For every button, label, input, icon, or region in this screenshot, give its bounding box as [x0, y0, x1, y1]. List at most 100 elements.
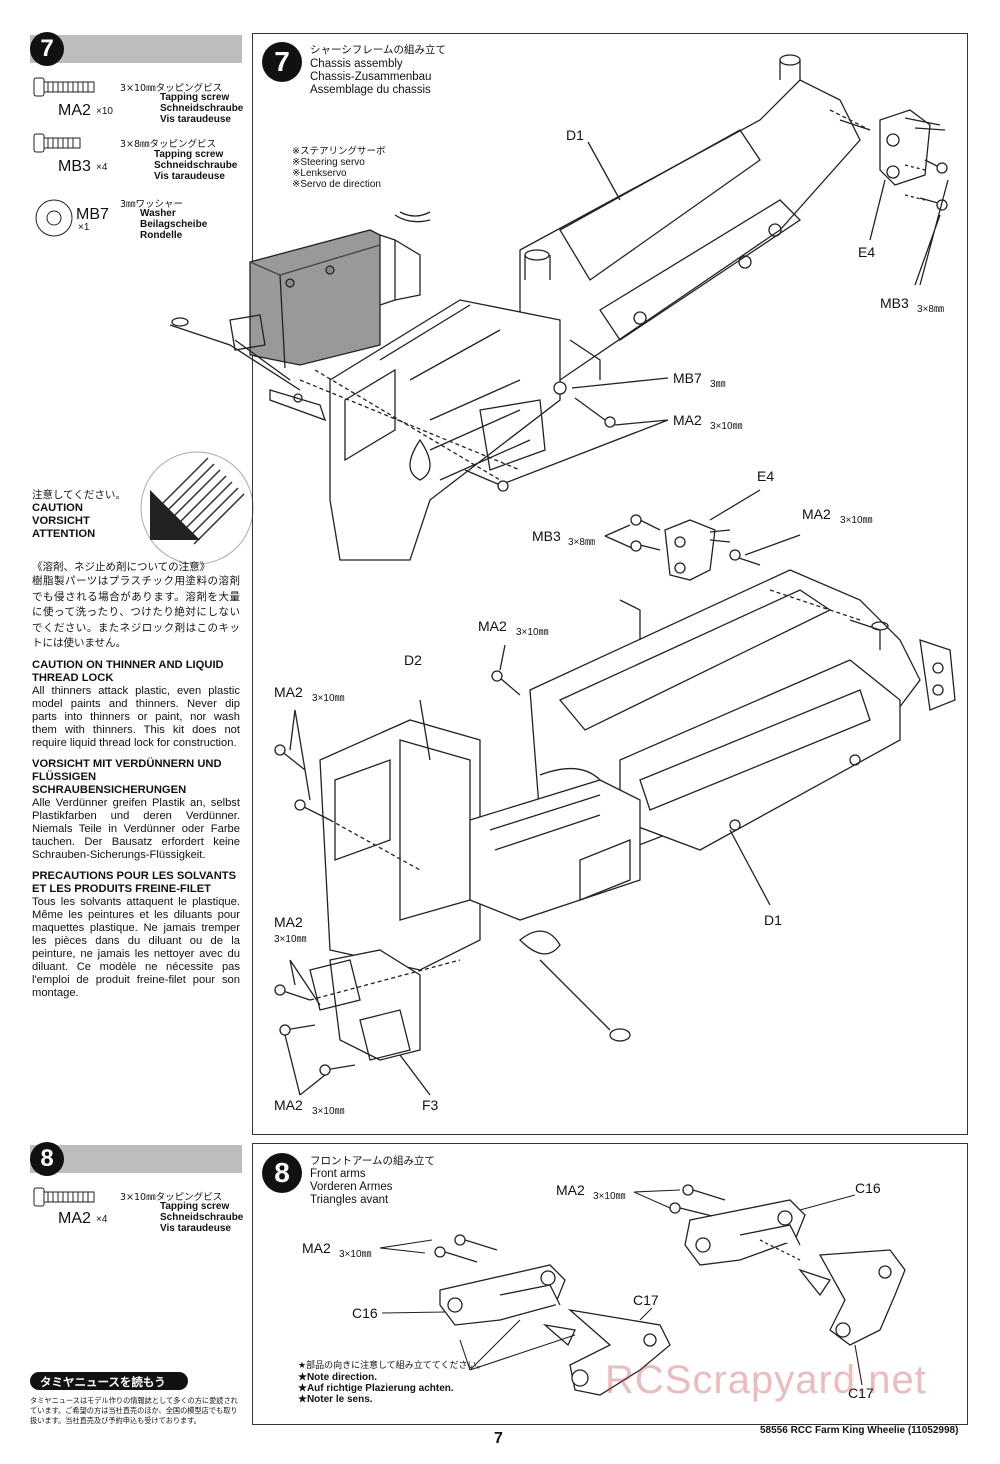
caution-jp-body: 樹脂製パーツはプラスチック用塗料の溶剤でも侵される場合があります。溶剤を大量に使…	[32, 575, 240, 649]
mb3-part-de: Schneidschraube	[154, 160, 238, 171]
caution-de-body: Alle Verdünner greifen Plastik an, selbs…	[32, 796, 240, 861]
step8-title-en: Front arms	[310, 1168, 366, 1180]
label-e4-top: E4	[858, 244, 876, 260]
label-mb3-right-size: 3×8㎜	[917, 304, 944, 315]
step7-frame	[252, 33, 968, 1135]
step8-frame	[252, 1143, 968, 1425]
ma2-part-de: Schneidschraube	[160, 103, 244, 114]
servo-note-jp: ※ステアリングサーボ	[292, 146, 386, 157]
label-step8-ma2-right-size: 3×10㎜	[593, 1191, 626, 1202]
label-e4-mid: E4	[757, 468, 775, 484]
caution-fr-body: Tous les solvants attaquent le plastique…	[32, 895, 240, 999]
label-ma2-low-size: 3×10㎜	[274, 934, 307, 945]
label-ma2-upper-size: 3×10㎜	[710, 421, 743, 432]
mb3-part-en: Tapping screw	[154, 149, 224, 160]
caution-en-heading: CAUTION	[32, 502, 83, 514]
label-mb3-right: MB3	[880, 295, 909, 311]
label-ma2-left: MA2	[274, 684, 303, 700]
page-number: 7	[494, 1430, 503, 1447]
label-step8-c17-right: C17	[848, 1385, 874, 1401]
mb3-part-qty: ×4	[96, 162, 108, 173]
label-ma2-bottom: MA2	[274, 1097, 303, 1113]
label-step8-c16-right: C16	[855, 1180, 881, 1196]
servo-note: ※ステアリングサーボ ※Steering servo ※Lenkservo ※S…	[292, 146, 385, 190]
caution-en-body: All thinners attack plastic, even plasti…	[32, 684, 240, 749]
label-d1-top: D1	[566, 127, 584, 143]
servo-note-de: ※Lenkservo	[292, 168, 347, 179]
step8-part-fr: Vis taraudeuse	[160, 1223, 231, 1234]
step7-title-en: Chassis assembly	[310, 58, 403, 70]
mb3-part-jp: 3×8㎜タッピングビス	[120, 139, 217, 150]
step7-sidebar-number: 7	[30, 32, 64, 66]
step8-title-de: Vorderen Armes	[310, 1181, 393, 1193]
caution-jp-heading: 注意してください。	[32, 489, 126, 501]
label-step8-ma2-right: MA2	[556, 1182, 585, 1198]
label-d1-bottom: D1	[764, 912, 782, 928]
mb7-part-fr: Rondelle	[140, 230, 183, 241]
label-mb7-size: 3㎜	[710, 379, 726, 390]
caution-fr-heading: ATTENTION	[32, 528, 96, 540]
label-step8-c16-left: C16	[352, 1305, 378, 1321]
label-d2: D2	[404, 652, 422, 668]
step8-part-en: Tapping screw	[160, 1201, 230, 1212]
step8-main-number: 8	[262, 1153, 302, 1193]
step7-title-de: Chassis-Zusammenbau	[310, 71, 432, 83]
label-ma2-left-size: 3×10㎜	[312, 693, 345, 704]
caution-jp-title: 《溶剤、ネジ止め剤についての注意》	[32, 561, 211, 573]
note-de: ★Auf richtige Plazierung achten.	[298, 1383, 454, 1394]
footer-code: 58556 RCC Farm King Wheelie (11052998)	[760, 1425, 959, 1436]
label-ma2-mid-right-size: 3×10㎜	[840, 515, 873, 526]
servo-note-en: ※Steering servo	[292, 157, 365, 168]
caution-heading: 注意してください。 CAUTION VORSICHT ATTENTION	[32, 487, 126, 541]
caution-text-block: 《溶剤、ネジ止め剤についての注意》 樹脂製パーツはプラスチック用塗料の溶剤でも侵…	[32, 560, 240, 1000]
label-mb3-mid-size: 3×8㎜	[568, 537, 595, 548]
step7-main-number: 7	[262, 42, 302, 82]
mb3-part-code: MB3	[58, 158, 91, 175]
caution-fr-title: PRECAUTIONS POUR LES SOLVANTS ET LES PRO…	[32, 869, 237, 895]
step8-part-qty: ×4	[96, 1214, 108, 1225]
label-ma2-mid: MA2	[478, 618, 507, 634]
mb7-part-code: MB7	[76, 206, 109, 223]
mb7-part-de: Beilagscheibe	[140, 219, 208, 230]
tamiya-news-text: タミヤニュースはモデル作りの情報誌として多くの方に愛読されています。ご希望の方は…	[30, 1396, 238, 1425]
watermark: RCScrapyard.net	[605, 1358, 927, 1402]
ma2-part-fr: Vis taraudeuse	[160, 114, 231, 125]
step7-title-jp: シャーシフレームの組み立て	[310, 44, 446, 56]
label-ma2-upper: MA2	[673, 412, 702, 428]
label-mb7: MB7	[673, 370, 702, 386]
step8-part-code: MA2	[58, 1210, 91, 1227]
caution-de-heading: VORSICHT	[32, 515, 90, 527]
caution-en-title: CAUTION ON THINNER AND LIQUID THREAD LOC…	[32, 658, 224, 684]
step8-title-jp: フロントアームの組み立て	[310, 1155, 436, 1167]
step8-part-jp: 3×10㎜タッピングビス	[120, 1192, 223, 1203]
tamiya-news-badge-text: タミヤニュースを読もう	[40, 1375, 166, 1389]
note-fr: ★Noter le sens.	[298, 1394, 373, 1405]
step7-header-bar	[30, 35, 242, 63]
ma2-part-jp: 3×10㎜タッピングビス	[120, 83, 223, 94]
label-ma2-mid-right: MA2	[802, 506, 831, 522]
label-mb3-mid: MB3	[532, 528, 561, 544]
mb3-part-fr: Vis taraudeuse	[154, 171, 225, 182]
label-step8-ma2-left-size: 3×10㎜	[339, 1249, 372, 1260]
mb7-part-en: Washer	[140, 208, 176, 219]
step8-title-fr: Triangles avant	[310, 1194, 389, 1206]
step8-sidebar-number: 8	[30, 1142, 64, 1176]
label-f3: F3	[422, 1097, 439, 1113]
ma2-part-qty: ×10	[96, 106, 113, 117]
label-step8-ma2-left: MA2	[302, 1240, 331, 1256]
mb7-part-jp: 3㎜ワッシャー	[120, 199, 184, 210]
label-ma2-mid-size: 3×10㎜	[516, 627, 549, 638]
caution-de-title: VORSICHT MIT VERDÜNNERN UND FLÜSSIGEN SC…	[32, 757, 222, 796]
label-step8-c17-mid: C17	[633, 1292, 659, 1308]
step8-part-de: Schneidschraube	[160, 1212, 244, 1223]
mb7-part-qty: ×1	[78, 222, 90, 233]
note-en: ★Note direction.	[298, 1372, 377, 1383]
step8-header-bar	[30, 1145, 242, 1173]
ma2-part-en: Tapping screw	[160, 92, 230, 103]
ma2-part-code: MA2	[58, 102, 91, 119]
note-jp: ★部品の向きに注意して組み立ててください。	[298, 1361, 486, 1371]
step7-title-fr: Assemblage du chassis	[310, 84, 431, 96]
step8-notes: ★部品の向きに注意して組み立ててください。 ★Note direction. ★…	[298, 1361, 486, 1405]
servo-note-fr: ※Servo de direction	[292, 179, 381, 190]
tamiya-news-badge	[30, 1372, 188, 1390]
